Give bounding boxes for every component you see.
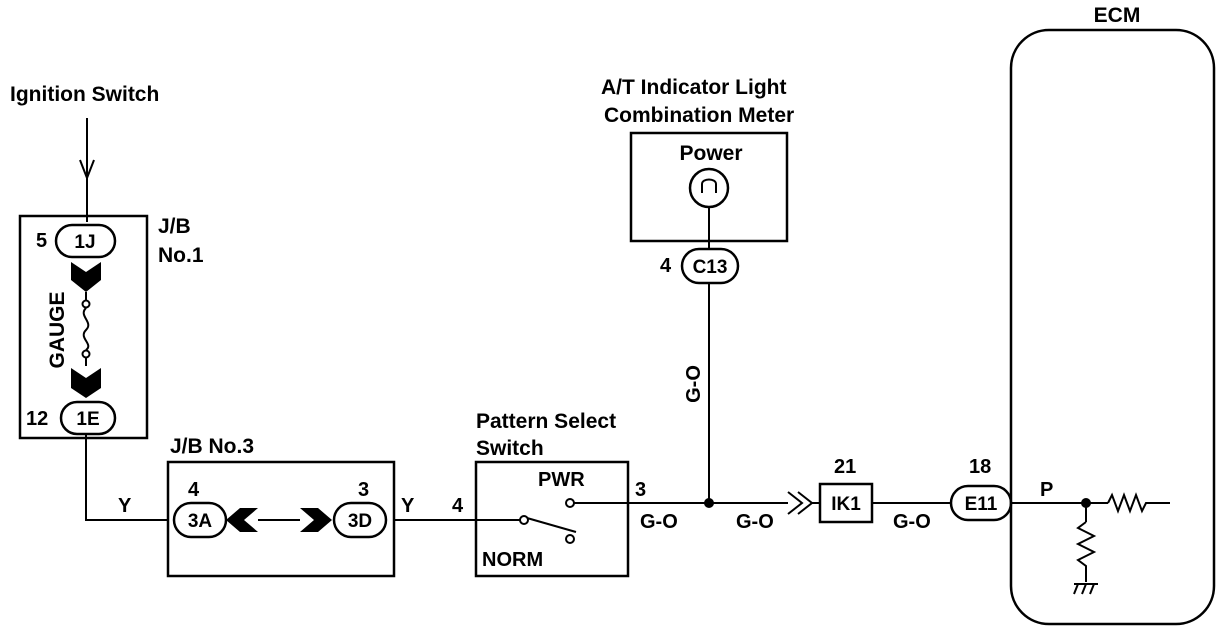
connector-ik1-arrow-icon <box>787 491 804 515</box>
wire-p-label: P <box>1040 479 1053 501</box>
switch-norm-label: NORM <box>482 549 543 571</box>
pattern-switch-label-line1: Pattern Select <box>476 410 616 433</box>
ecm-pullup-resistor-icon <box>1107 492 1170 514</box>
pin-1e: 12 <box>26 408 48 430</box>
switch-pin-output: 3 <box>635 479 646 501</box>
wire-go-1-label: G-O <box>640 511 678 533</box>
switch-pwr-label: PWR <box>538 469 585 491</box>
fuse-top-chevron-icon <box>71 262 101 292</box>
connector-3d-label: 3D <box>348 511 372 532</box>
switch-pin-input: 4 <box>452 495 464 517</box>
pin-3a: 4 <box>188 479 200 501</box>
wire-go-2-label: G-O <box>736 511 774 533</box>
connector-1e <box>59 400 117 436</box>
switch-lever-icon <box>526 517 577 533</box>
jb1-label-line1: J/B <box>158 215 191 238</box>
ecm-box <box>1009 28 1216 626</box>
pattern-switch-label-line2: Switch <box>476 437 544 460</box>
wire-y-2-label: Y <box>401 495 415 517</box>
connector-3a-label: 3A <box>188 511 213 532</box>
jb3-label: J/B No.3 <box>170 435 254 458</box>
fuse-bottom-chevron-icon <box>71 368 101 398</box>
connector-ik1-label: IK1 <box>831 494 861 515</box>
ignition-arrow-icon <box>79 159 95 181</box>
indicator-label-line2: Combination Meter <box>604 104 794 127</box>
connector-1j-label: 1J <box>74 232 95 253</box>
connector-1e-label: 1E <box>76 409 99 430</box>
switch-pwr-terminal-icon <box>565 498 575 508</box>
jb1-box <box>18 214 149 440</box>
power-label: Power <box>679 142 742 165</box>
jb3-left-chevron-icon <box>226 508 258 532</box>
switch-norm-terminal-icon <box>565 534 575 544</box>
fuse-terminal-icon <box>81 299 91 309</box>
connector-1j <box>54 223 117 259</box>
fuse-element-icon <box>82 307 90 351</box>
fuse-gauge-label: GAUGE <box>46 291 69 368</box>
ecm-pulldown-resistor-icon <box>1075 521 1097 582</box>
ignition-switch-label: Ignition Switch <box>10 83 159 106</box>
ecm-label: ECM <box>1094 4 1141 27</box>
wire-y-1-label: Y <box>118 495 132 517</box>
indicator-label-line1: A/T Indicator Light <box>601 76 786 99</box>
indicator-bulb-icon <box>688 167 730 209</box>
pin-3d: 3 <box>358 479 369 501</box>
pin-c13: 4 <box>660 255 672 277</box>
wire-y-1 <box>85 434 168 521</box>
connector-3d <box>332 501 388 539</box>
connector-c13-label: C13 <box>693 257 728 278</box>
pin-e11: 18 <box>969 456 991 478</box>
pin-1j: 5 <box>36 230 47 252</box>
jb3-right-chevron-icon <box>300 508 332 532</box>
switch-common-terminal-icon <box>519 515 529 525</box>
bulb-filament-icon <box>701 178 717 193</box>
wire-go-3-label: G-O <box>893 511 931 533</box>
wire-go-vertical-label: G-O <box>683 365 705 403</box>
pin-ik1: 21 <box>834 456 856 478</box>
jb1-label-line2: No.1 <box>158 244 204 267</box>
connector-e11-label: E11 <box>965 494 998 515</box>
